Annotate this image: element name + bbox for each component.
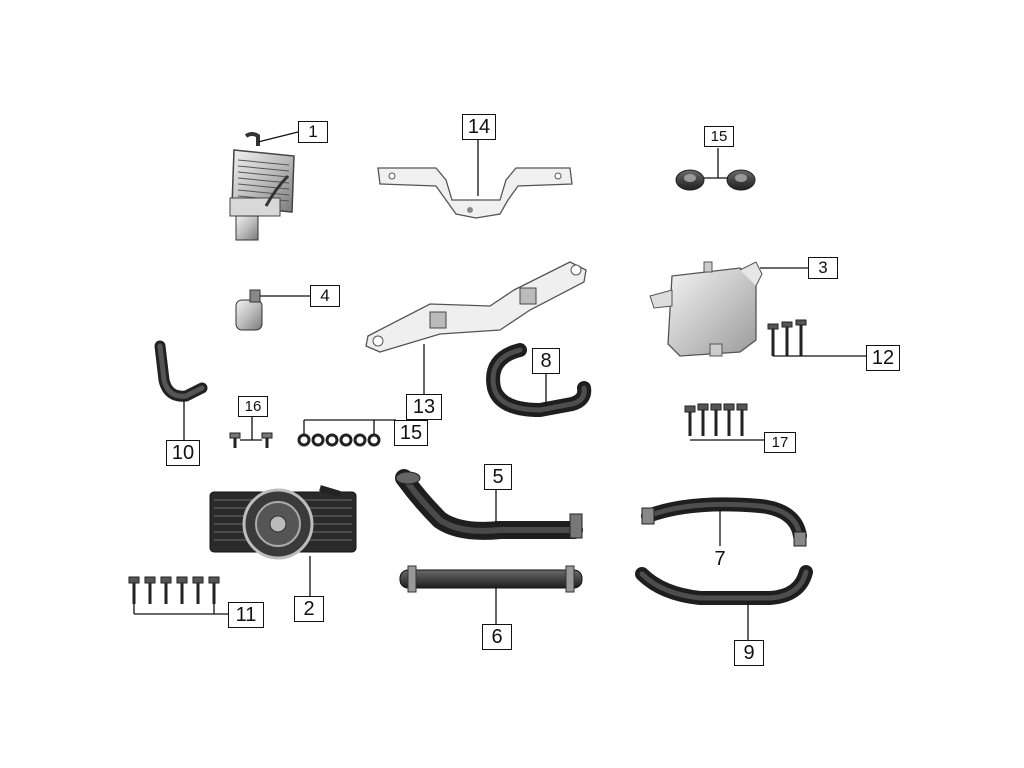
lower-bracket-part-13 bbox=[365, 261, 587, 394]
expansion-tank-part-3 bbox=[649, 261, 808, 357]
callout-3: 3 bbox=[808, 257, 838, 279]
oil-cooler-part-1 bbox=[229, 131, 299, 241]
radiator-fan-part-2 bbox=[209, 485, 357, 596]
callout-10: 10 bbox=[166, 440, 200, 466]
bolts-part-12 bbox=[767, 319, 868, 357]
callout-6: 6 bbox=[482, 624, 512, 650]
callout-8: 8 bbox=[532, 348, 560, 374]
curved-hose-part-8 bbox=[486, 343, 592, 418]
bolts-part-11 bbox=[128, 576, 228, 615]
hose-part-9 bbox=[635, 565, 813, 640]
callout-16: 16 bbox=[238, 396, 268, 417]
hose-part-7 bbox=[641, 497, 807, 547]
callout-17: 17 bbox=[764, 432, 796, 453]
callout-12: 12 bbox=[866, 345, 900, 371]
callout-14: 14 bbox=[462, 114, 496, 140]
screws-part-16 bbox=[229, 415, 273, 448]
grommets-part-15 bbox=[675, 148, 756, 191]
upper-bracket-part-14 bbox=[377, 140, 573, 219]
callout-15-grommets: 15 bbox=[704, 126, 734, 147]
straight-hose-part-6 bbox=[399, 565, 583, 624]
callout-15-orings: 15 bbox=[394, 420, 428, 446]
fitting-part-4 bbox=[235, 289, 310, 331]
callout-4: 4 bbox=[310, 285, 340, 307]
hose-part-5 bbox=[395, 469, 583, 540]
j-hose-part-10 bbox=[154, 340, 208, 440]
callout-9: 9 bbox=[734, 640, 764, 666]
callout-5: 5 bbox=[484, 464, 512, 490]
o-rings-part-15 bbox=[297, 419, 396, 447]
callout-7: 7 bbox=[714, 548, 726, 570]
callout-2: 2 bbox=[294, 596, 324, 622]
callout-13: 13 bbox=[406, 394, 442, 420]
callout-1: 1 bbox=[298, 121, 328, 143]
bolts-part-17 bbox=[684, 403, 766, 441]
callout-11: 11 bbox=[228, 602, 264, 628]
